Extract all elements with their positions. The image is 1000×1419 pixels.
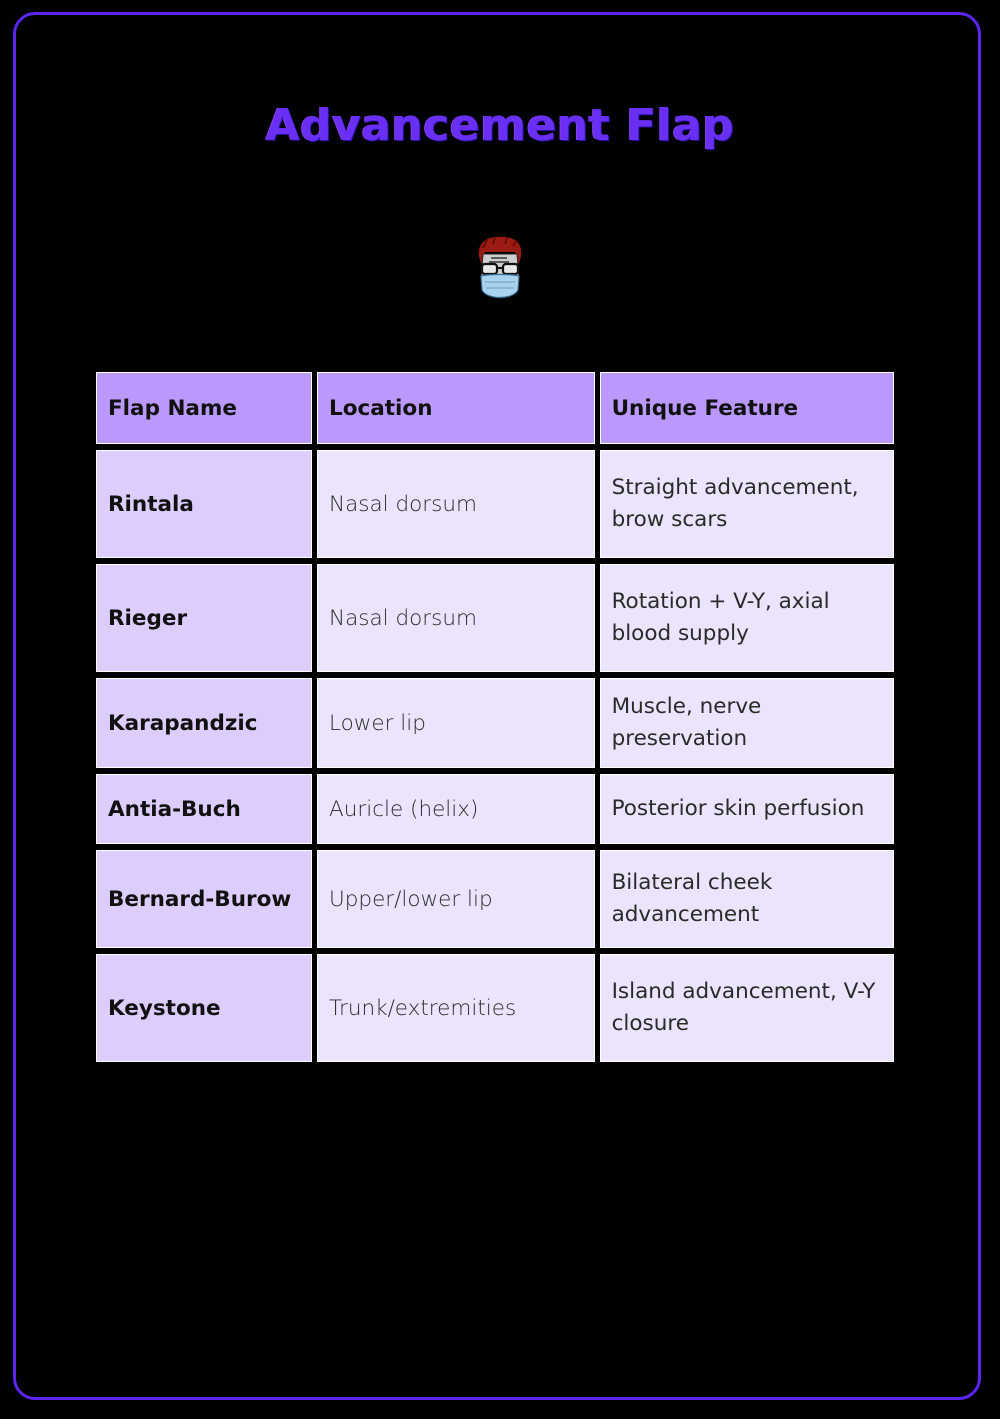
location-cell: Nasal dorsum [317,450,595,558]
header-unique-feature: Unique Feature [599,372,894,444]
flap-name-cell: Rintala [96,450,313,558]
location-cell: Nasal dorsum [317,564,595,672]
table-row: Antia-Buch Auricle (helix) Posterior ski… [96,774,894,844]
feature-cell: Bilateral cheek advancement [599,850,894,948]
location-cell: Upper/lower lip [317,850,595,948]
header-flap-name: Flap Name [96,372,313,444]
flap-name-cell: Keystone [96,954,313,1062]
flap-name-cell: Karapandzic [96,678,313,768]
header-location: Location [317,372,595,444]
feature-cell: Posterior skin perfusion [599,774,894,844]
feature-cell: Island advancement, V-Y closure [599,954,894,1062]
page-border-frame [13,12,981,1400]
location-cell: Lower lip [317,678,595,768]
table-row: Rieger Nasal dorsum Rotation + V-Y, axia… [96,564,894,672]
feature-cell: Rotation + V-Y, axial blood supply [599,564,894,672]
flap-name-cell: Bernard-Burow [96,850,313,948]
feature-cell: Straight advancement, brow scars [599,450,894,558]
masked-doctor-avatar-icon [473,234,527,306]
flap-name-cell: Antia-Buch [96,774,313,844]
table-header-row: Flap Name Location Unique Feature [96,372,894,444]
flap-name-cell: Rieger [96,564,313,672]
location-cell: Auricle (helix) [317,774,595,844]
page-title: Advancement Flap [265,100,735,151]
table-row: Karapandzic Lower lip Muscle, nerve pres… [96,678,894,768]
feature-cell: Muscle, nerve preservation [599,678,894,768]
table-row: Rintala Nasal dorsum Straight advancemen… [96,450,894,558]
table-row: Keystone Trunk/extremities Island advanc… [96,954,894,1062]
advancement-flap-table: Flap Name Location Unique Feature Rintal… [91,366,899,1068]
table-row: Bernard-Burow Upper/lower lip Bilateral … [96,850,894,948]
location-cell: Trunk/extremities [317,954,595,1062]
